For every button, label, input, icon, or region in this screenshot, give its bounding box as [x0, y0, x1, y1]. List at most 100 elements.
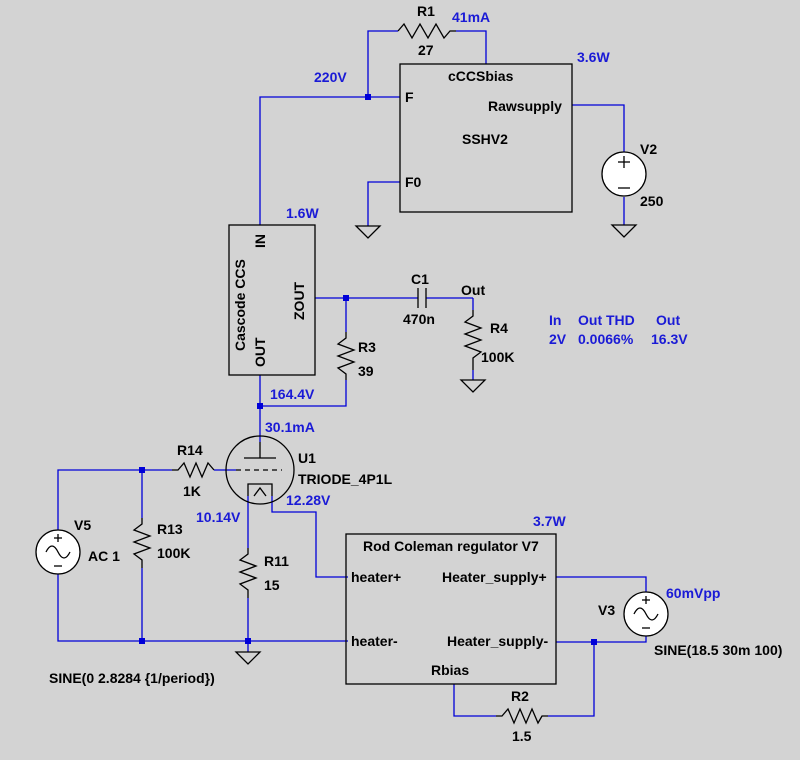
ground-icon: [459, 379, 487, 393]
r1-current: 41mA: [452, 9, 490, 25]
result-thd-value: 0.0066%: [578, 331, 634, 347]
junction-plate: [257, 403, 263, 409]
result-in-value: 2V: [549, 331, 567, 347]
wire-heater-plus: [271, 496, 348, 578]
r14-name: R14: [177, 442, 203, 458]
cascode-title: Cascode CCS: [232, 259, 248, 351]
cascode-power: 1.6W: [286, 205, 319, 221]
v3-ripple: 60mVpp: [666, 585, 720, 601]
node-voltage-heater: 12.28V: [286, 492, 331, 508]
wire-r3-plate: [260, 380, 347, 407]
result-in-label: In: [549, 312, 561, 328]
junction-zout: [343, 295, 349, 301]
wire-f0-ground: [367, 181, 400, 226]
cascode-ccs-block[interactable]: [228, 224, 316, 376]
v5-name: V5: [74, 517, 91, 533]
sshv2-pin-f: F: [405, 89, 414, 105]
wire-r2-supply-minus: [548, 642, 595, 717]
v3-ac-source-icon: [623, 591, 669, 637]
regulator-pin-supply-plus: Heater_supply+: [442, 569, 547, 585]
r1-name: R1: [417, 3, 435, 19]
triode-u1-icon: [225, 435, 295, 505]
r14-value: 1K: [183, 483, 201, 499]
wire-r1-left: [367, 30, 398, 97]
wire-rawsupply-v2: [572, 104, 625, 152]
r2-value: 1.5: [512, 728, 532, 744]
r11-value: 15: [264, 577, 280, 593]
v5-sine-spec: SINE(0 2.8284 {1/period}): [49, 670, 215, 686]
r13-resistor-icon: [132, 518, 152, 568]
node-voltage-cathode: 10.14V: [196, 509, 241, 525]
regulator-title: Rod Coleman regulator V7: [363, 538, 539, 554]
wire-v3-supply-minus: [556, 636, 647, 643]
ground-icon: [610, 224, 638, 238]
regulator-power: 3.7W: [533, 513, 566, 529]
plate-current: 30.1mA: [265, 419, 315, 435]
sshv2-pin-rawsupply: Rawsupply: [488, 98, 562, 114]
wire-220v-to-cascode-in: [259, 96, 368, 225]
v2-name: V2: [640, 141, 657, 157]
r3-name: R3: [358, 339, 376, 355]
r3-resistor-icon: [336, 332, 356, 380]
cascode-pin-zout: ZOUT: [291, 281, 307, 320]
junction-supply-minus: [591, 639, 597, 645]
ground-symbols: [234, 224, 638, 665]
r11-resistor-icon: [238, 548, 258, 598]
wires: [57, 30, 647, 717]
v2-value: 250: [640, 193, 664, 209]
sshv2-name: SSHV2: [462, 131, 508, 147]
r4-value: 100K: [481, 349, 514, 365]
ground-icon: [354, 225, 382, 239]
r3-value: 39: [358, 363, 374, 379]
v2-dc-source-icon: [601, 151, 647, 197]
r2-name: R2: [511, 688, 529, 704]
junctions: [139, 94, 597, 645]
c1-value: 470n: [403, 311, 435, 327]
c1-name: C1: [411, 271, 429, 287]
junction-ground: [245, 638, 251, 644]
r1-resistor-icon: [397, 22, 456, 40]
regulator-pin-supply-minus: Heater_supply-: [447, 633, 548, 649]
result-thd-label: Out THD: [578, 312, 635, 328]
regulator-block[interactable]: [345, 533, 557, 685]
regulator-pin-heater-plus: heater+: [351, 569, 401, 585]
wire-supply-plus-v3: [556, 576, 647, 592]
v5-ac-source-icon: [35, 529, 81, 575]
node-voltage-220v: 220V: [314, 69, 347, 85]
v3-sine-spec: SINE(18.5 30m 100): [654, 642, 782, 658]
v5-value: AC 1: [88, 548, 120, 564]
regulator-pin-heater-minus: heater-: [351, 633, 398, 649]
r1-value: 27: [418, 42, 434, 58]
sshv2-title: cCCSbias: [448, 68, 514, 84]
junction-r13-bottom: [139, 638, 145, 644]
u1-model: TRIODE_4P1L: [298, 471, 393, 487]
r4-resistor-icon: [463, 310, 483, 370]
junction-grid: [139, 467, 145, 473]
r11-name: R11: [264, 553, 289, 569]
net-out-label: Out: [461, 282, 485, 298]
sshv2-block[interactable]: [399, 63, 573, 213]
cascode-pin-out: OUT: [252, 337, 268, 367]
u1-name: U1: [298, 450, 316, 466]
wire-r1-right: [456, 30, 487, 64]
ground-icon: [234, 651, 262, 665]
r13-value: 100K: [157, 545, 190, 561]
sshv2-power: 3.6W: [577, 49, 610, 65]
r2-resistor-icon: [496, 707, 548, 725]
wire-v5-bottom: [57, 574, 348, 642]
result-out-label: Out: [656, 312, 680, 328]
cascode-pin-in: IN: [252, 234, 268, 248]
v3-name: V3: [598, 602, 615, 618]
sshv2-pin-f0: F0: [405, 174, 422, 190]
wire-v5-top: [57, 469, 172, 552]
r14-resistor-icon: [172, 461, 215, 479]
r13-name: R13: [157, 521, 183, 537]
node-voltage-plate: 164.4V: [270, 386, 315, 402]
c1-capacitor-icon: [417, 288, 427, 308]
result-out-value: 16.3V: [651, 331, 688, 347]
wire-rbias-r2: [453, 684, 496, 717]
junction-220v: [365, 94, 371, 100]
r4-name: R4: [490, 320, 508, 336]
